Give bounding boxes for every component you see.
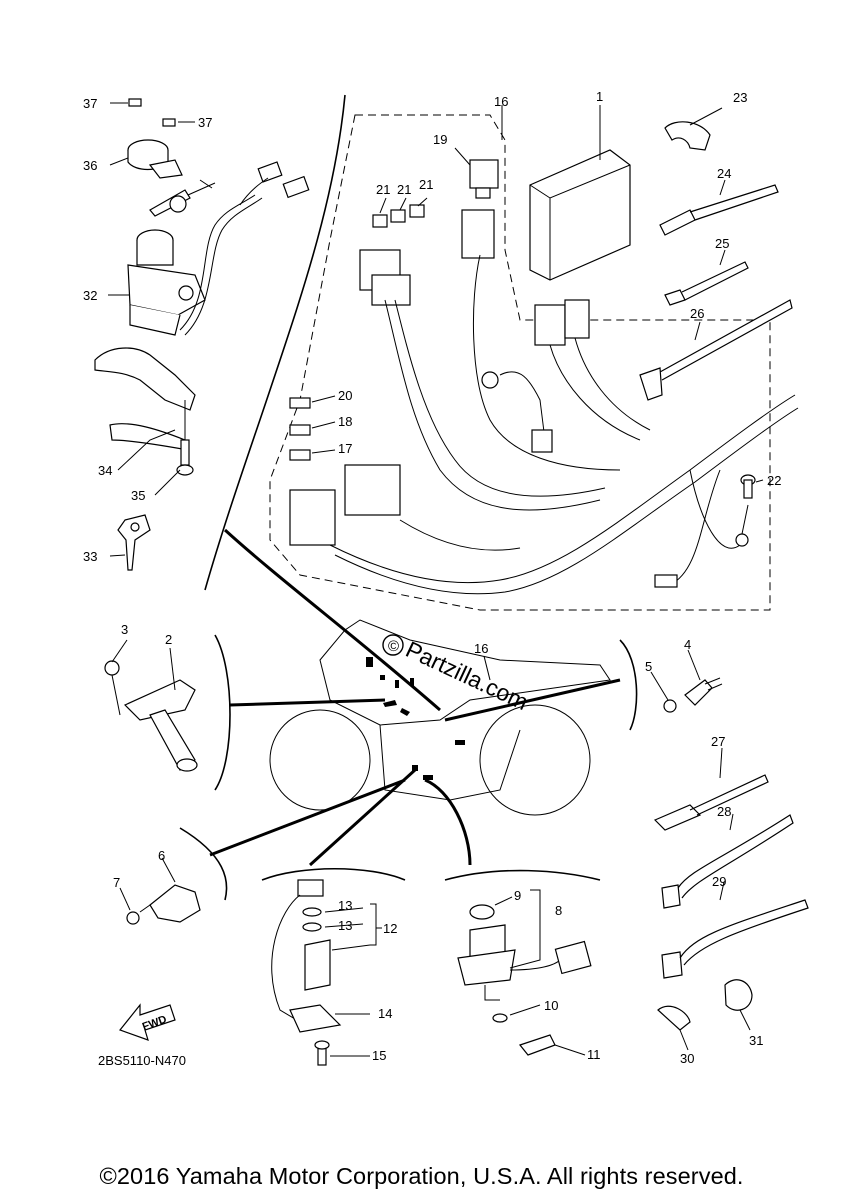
callout-26: 26: [690, 306, 704, 321]
copyright-notice: ©2016 Yamaha Motor Corporation, U.S.A. A…: [99, 1163, 744, 1189]
sensor-8-11: [444, 869, 601, 1056]
callout-22: 22: [767, 473, 781, 488]
callout-18: 18: [338, 414, 352, 429]
sensor-4-5: [619, 639, 723, 731]
callout-13-a: 13: [338, 898, 352, 913]
callout-31: 31: [749, 1033, 763, 1048]
coil-group: [104, 634, 231, 791]
callout-37-b: 37: [198, 115, 212, 130]
callout-13-b: 13: [338, 918, 352, 933]
callout-11: 11: [587, 1047, 601, 1062]
callout-4: 4: [684, 637, 691, 652]
callout-36: 36: [83, 158, 97, 173]
callout-20: 20: [338, 388, 352, 403]
callout-9: 9: [514, 888, 521, 903]
diagram-code: 2BS5110-N470: [98, 1053, 186, 1068]
callout-23: 23: [733, 90, 747, 105]
callout-35: 35: [131, 488, 145, 503]
callout-37-a: 37: [83, 96, 97, 111]
sensor-12-15: [261, 868, 406, 1066]
leader-lines: [108, 102, 764, 1057]
harness-group: [269, 114, 799, 611]
callout-16-a: 16: [494, 94, 508, 109]
callout-2: 2: [165, 632, 172, 647]
watermark-symbol: ©: [388, 638, 399, 655]
callout-12: 12: [383, 921, 397, 936]
callout-25: 25: [715, 236, 729, 251]
callout-24: 24: [717, 166, 731, 181]
ties-bottom: [653, 774, 809, 1031]
callout-21-c: 21: [419, 177, 433, 192]
callout-33: 33: [83, 549, 97, 564]
callout-3: 3: [121, 622, 128, 637]
callout-21-a: 21: [376, 182, 390, 197]
callout-17: 17: [338, 441, 352, 456]
callout-29: 29: [712, 874, 726, 889]
callout-32: 32: [83, 288, 97, 303]
callout-27: 27: [711, 734, 725, 749]
callout-7: 7: [113, 875, 120, 890]
callout-10: 10: [544, 998, 558, 1013]
callout-labels: 37 37 36 32 34 35 33 1 16 23 19 21 21 21…: [83, 89, 781, 1068]
callout-28: 28: [717, 804, 731, 819]
callout-1: 1: [596, 89, 603, 104]
callout-16-b: 16: [474, 641, 488, 656]
callout-5: 5: [645, 659, 652, 674]
callout-14: 14: [378, 1006, 392, 1021]
watermark-text: Partzilla.com: [402, 636, 532, 715]
callout-15: 15: [372, 1048, 386, 1063]
switch-6-7: FWD: [119, 827, 228, 1041]
callout-6: 6: [158, 848, 165, 863]
watermark: © Partzilla.com: [382, 634, 532, 715]
ignition-group: [94, 94, 346, 591]
callout-19: 19: [433, 132, 447, 147]
clamps-ties-top: [639, 121, 793, 401]
bike-silhouette: [209, 528, 621, 867]
callout-8: 8: [555, 903, 562, 918]
callout-34: 34: [98, 463, 112, 478]
callout-21-b: 21: [397, 182, 411, 197]
callout-30: 30: [680, 1051, 694, 1066]
